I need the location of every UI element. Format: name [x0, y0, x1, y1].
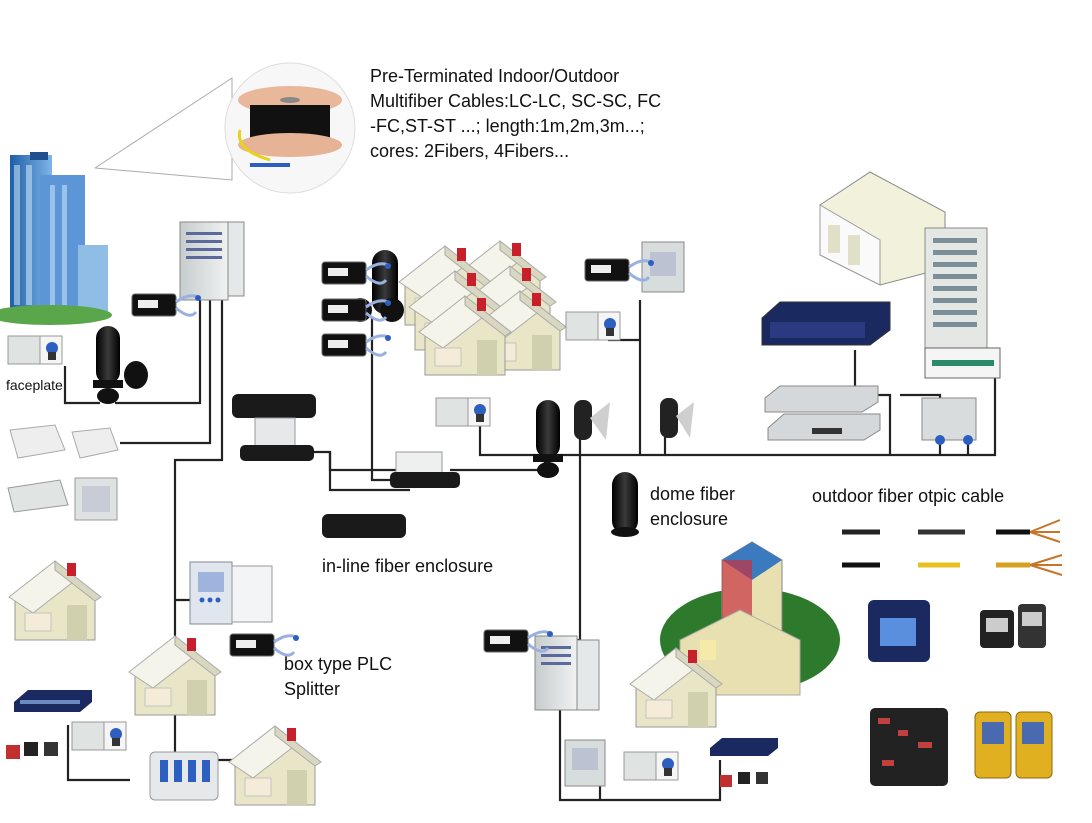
cables-note-line: Multifiber Cables:LC-LC, SC-SC, FC	[370, 91, 662, 111]
cable-sample-icon	[842, 519, 1063, 576]
fusion-splicer-icon	[868, 600, 930, 662]
odf-rack-icon	[924, 227, 1001, 379]
plc-splitter-line: box type PLC	[284, 654, 393, 674]
campus-building-icon	[660, 541, 840, 696]
faceplate-icon	[435, 397, 491, 427]
outdoor-cabinet-icon	[534, 635, 600, 711]
callout-lines	[94, 77, 233, 181]
cables-note-line: Pre-Terminated Indoor/Outdoor	[370, 66, 620, 86]
otdr-icon	[980, 604, 1046, 648]
house-icon	[8, 560, 102, 641]
inline-enclosure-label: in-line fiber enclosure	[322, 556, 494, 576]
office-building-icon	[0, 152, 112, 325]
campus-building-icon	[819, 171, 946, 286]
network-switch-icon	[14, 690, 92, 712]
house-icon	[228, 725, 322, 806]
house-cluster	[398, 240, 567, 376]
faceplate-label: faceplate	[6, 377, 63, 393]
faceplate-icon	[71, 721, 127, 751]
dome-enclosure-icon	[124, 361, 148, 389]
plc-splitter-box-icon	[189, 561, 273, 625]
otdr-icon	[974, 711, 1053, 779]
cable-reel-icon	[224, 62, 356, 194]
dome-enclosure-icon	[611, 472, 639, 537]
plc-splitter-label: box type PLC Splitter	[284, 652, 392, 702]
outdoor-cabinet-icon	[179, 221, 245, 301]
phone-icon	[720, 772, 768, 787]
cables-note: Pre-Terminated Indoor/Outdoor Multifiber…	[370, 64, 661, 164]
house-icon	[128, 635, 222, 716]
terminal-box-icon	[921, 397, 977, 445]
network-switch-icon	[710, 738, 778, 756]
dome-enclosure-icon	[93, 326, 123, 404]
dome-enclosure-icon	[533, 400, 563, 478]
wall-box-icon	[641, 241, 685, 293]
olt-device-icon	[764, 385, 881, 441]
fiber-links	[63, 298, 997, 802]
dome-enclosure-label: dome fiber enclosure	[650, 482, 735, 532]
faceplate-icon	[623, 751, 679, 781]
dome-enclosure-line: dome fiber	[650, 484, 736, 504]
rack-server-icon	[761, 301, 891, 346]
faceplate-icon	[7, 335, 63, 365]
plc-splitter-module-icon	[149, 751, 219, 801]
patch-cord-icon	[130, 292, 203, 318]
faceplate-icon	[565, 311, 621, 341]
cables-note-line: cores: 2Fibers, 4Fibers...	[370, 141, 570, 161]
phone-icon	[6, 742, 58, 759]
tool-kit-icon	[870, 708, 948, 786]
cables-note-line: -FC,ST-ST ...; length:1m,2m,3m...;	[370, 116, 645, 136]
patch-cord-icon	[320, 332, 393, 358]
outdoor-cable-label: outdoor fiber otpic cable	[812, 486, 1005, 506]
plc-splitter-line: Splitter	[284, 679, 341, 699]
terminal-box-icon	[7, 424, 119, 521]
aerial-enclosure-icon	[574, 398, 694, 440]
dome-enclosure-line: enclosure	[650, 509, 729, 529]
wall-box-icon	[564, 739, 606, 787]
inline-enclosure-icon	[232, 394, 460, 538]
